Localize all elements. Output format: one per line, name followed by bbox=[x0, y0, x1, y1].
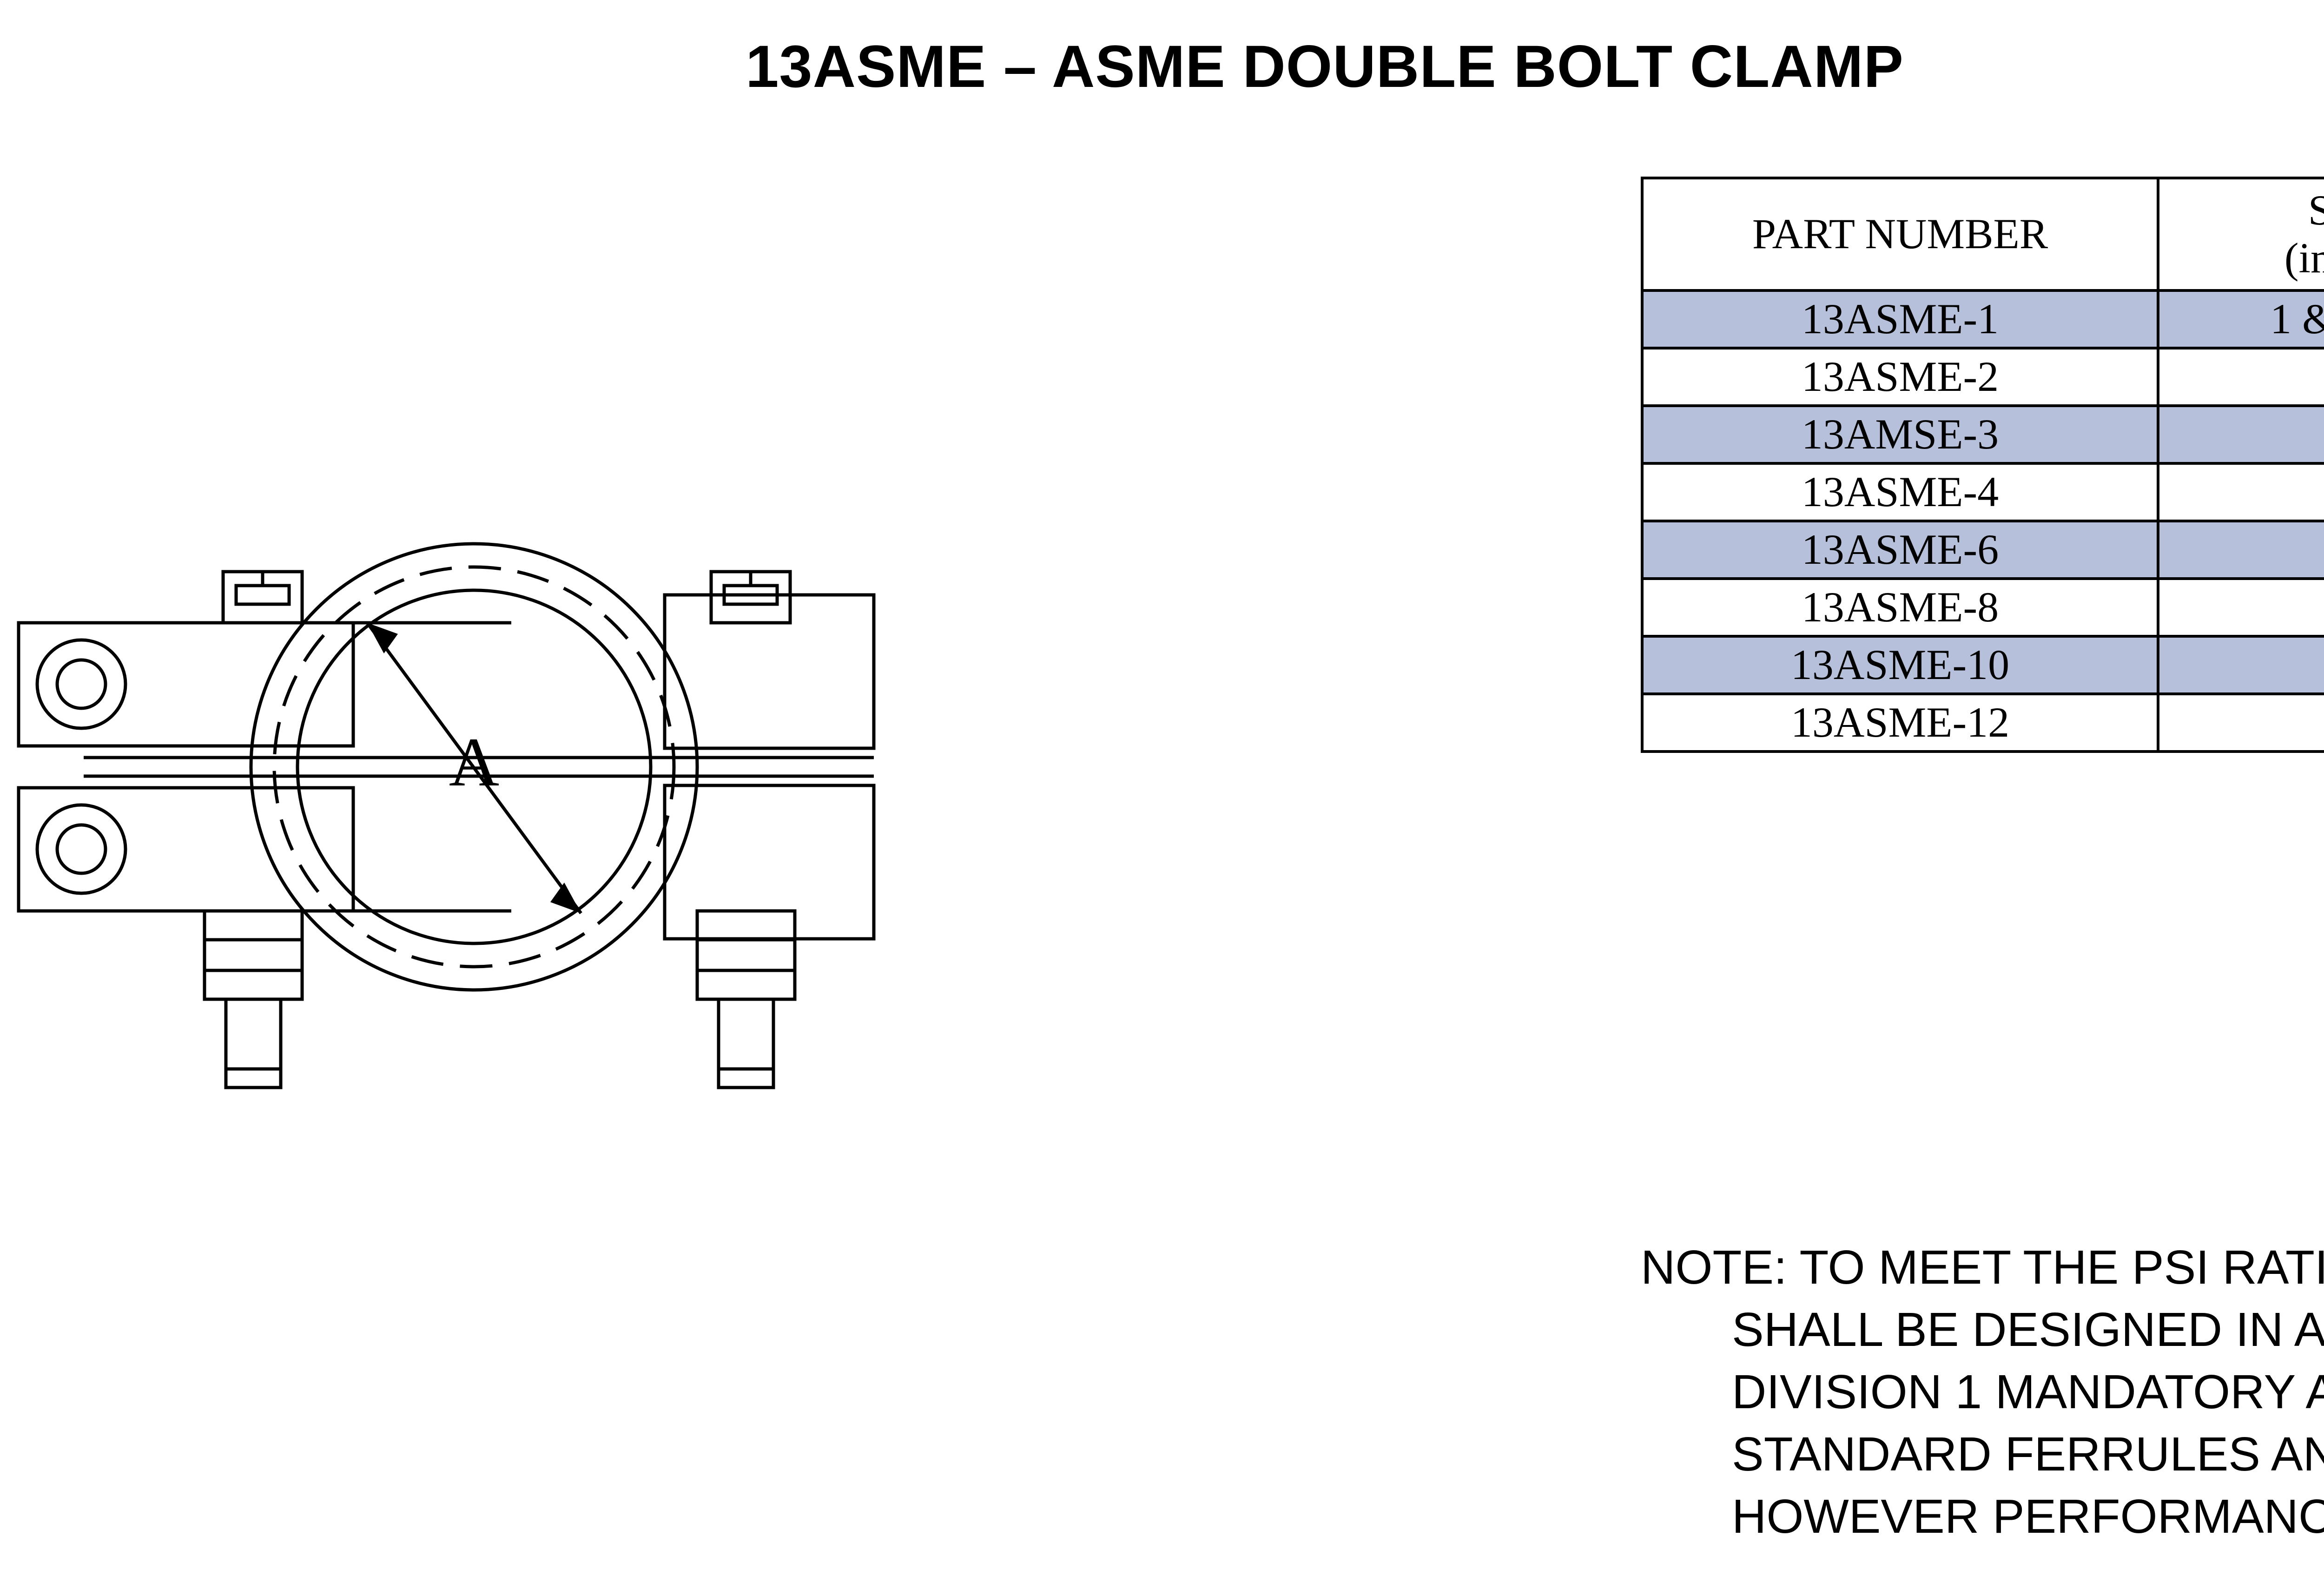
header-part-number: PART NUMBER bbox=[1641, 177, 2159, 292]
cell-part-number: 13ASME-10 bbox=[1641, 635, 2159, 695]
note-line-3: DIVISION 1 MANDATORY APPENDIX 24 bbox=[1732, 1365, 2324, 1418]
clamp-outer-ring bbox=[249, 542, 699, 992]
page-title: 13ASME – ASME DOUBLE BOLT CLAMP bbox=[746, 33, 1904, 100]
header-size: SIZE (inches) bbox=[2157, 177, 2324, 292]
header-part-number-line1: PART NUMBER bbox=[1752, 210, 2048, 258]
table-row: 13ASME-101010.632161145 bbox=[1641, 635, 2324, 695]
spec-table-container: PART NUMBER SIZE (inches) A (inches) PSI… bbox=[1641, 177, 2324, 753]
dimension-label-a: A bbox=[449, 724, 499, 801]
left-upper-bolt-hole-outer bbox=[35, 638, 127, 730]
clamp-drawing: A bbox=[0, 325, 1604, 1208]
left-lower-bolt-hole-inner bbox=[55, 823, 107, 875]
cell-part-number: 13ASME-1 bbox=[1641, 289, 2159, 349]
note-line-2: SHALL BE DESIGNED IN ACCORDANCE WITH ASM… bbox=[1732, 1302, 2324, 1356]
cell-part-number: 13ASME-12 bbox=[1641, 692, 2159, 753]
cell-size: 3 bbox=[2157, 404, 2324, 465]
note-block: NOTE: TO MEET THE PSI RATINGS ABOVE THE … bbox=[1641, 1236, 2324, 1547]
cell-size: 4 bbox=[2157, 462, 2324, 522]
table-row: 13ASME-666.632415374 bbox=[1641, 520, 2324, 580]
table-row: 13ASME-121212.63210292 bbox=[1641, 692, 2324, 753]
top-left-nut bbox=[221, 570, 304, 625]
cell-part-number: 13AMSE-3 bbox=[1641, 404, 2159, 465]
cell-size: 8 bbox=[2157, 577, 2324, 638]
bottom-right-bolt bbox=[695, 909, 797, 1089]
cell-part-number: 13ASME-2 bbox=[1641, 347, 2159, 407]
table-row: 13ASME-222.57813701233 bbox=[1641, 347, 2324, 407]
top-right-nut bbox=[709, 570, 792, 625]
note-line-5: HOWEVER PERFORMANCE MAY NOT MEET THE ABO… bbox=[1732, 1489, 2324, 1543]
table-row: 13ASME-888.632299269 bbox=[1641, 577, 2324, 638]
left-upper-bolt-hole-inner bbox=[55, 658, 107, 710]
diameter-leader-line bbox=[366, 621, 582, 915]
cell-size: 1 & 1-1/2 bbox=[2157, 289, 2324, 349]
cell-part-number: 13ASME-4 bbox=[1641, 462, 2159, 522]
clamp-dashed-ring bbox=[272, 565, 676, 969]
cell-size: 6 bbox=[2157, 520, 2324, 580]
cell-size: 2 bbox=[2157, 347, 2324, 407]
table-header-row: PART NUMBER SIZE (inches) A (inches) PSI… bbox=[1641, 177, 2324, 292]
cell-part-number: 13ASME-6 bbox=[1641, 520, 2159, 580]
left-lower-bolt-hole-outer bbox=[35, 803, 127, 895]
spec-table-body: 13ASME-11 & 1-1/22.0461485133713ASME-222… bbox=[1641, 289, 2324, 753]
clamp-inner-ring bbox=[296, 588, 653, 945]
diameter-arrow-top bbox=[367, 623, 398, 653]
table-row: 13ASME-444.744874787 bbox=[1641, 462, 2324, 522]
clamp-drawing-svg: A bbox=[17, 542, 876, 1089]
right-upper-block bbox=[663, 593, 876, 750]
cell-size: 10 bbox=[2157, 635, 2324, 695]
note-line-1: NOTE: TO MEET THE PSI RATINGS ABOVE THE … bbox=[1641, 1240, 2324, 1294]
table-row: 13ASME-11 & 1-1/22.04614851337 bbox=[1641, 289, 2324, 349]
cell-size: 12 bbox=[2157, 692, 2324, 753]
spec-table: PART NUMBER SIZE (inches) A (inches) PSI… bbox=[1641, 177, 2324, 753]
diameter-arrow-bottom bbox=[550, 883, 581, 913]
table-row: 13AMSE-333.6401000900 bbox=[1641, 404, 2324, 465]
note-line-4: STANDARD FERRULES AND FULL FACE GASKET C… bbox=[1732, 1427, 2324, 1481]
header-size-line2: (inches) bbox=[2284, 234, 2324, 282]
bottom-left-bolt bbox=[203, 909, 304, 1089]
header-size-line1: SIZE bbox=[2308, 186, 2324, 234]
cell-part-number: 13ASME-8 bbox=[1641, 577, 2159, 638]
